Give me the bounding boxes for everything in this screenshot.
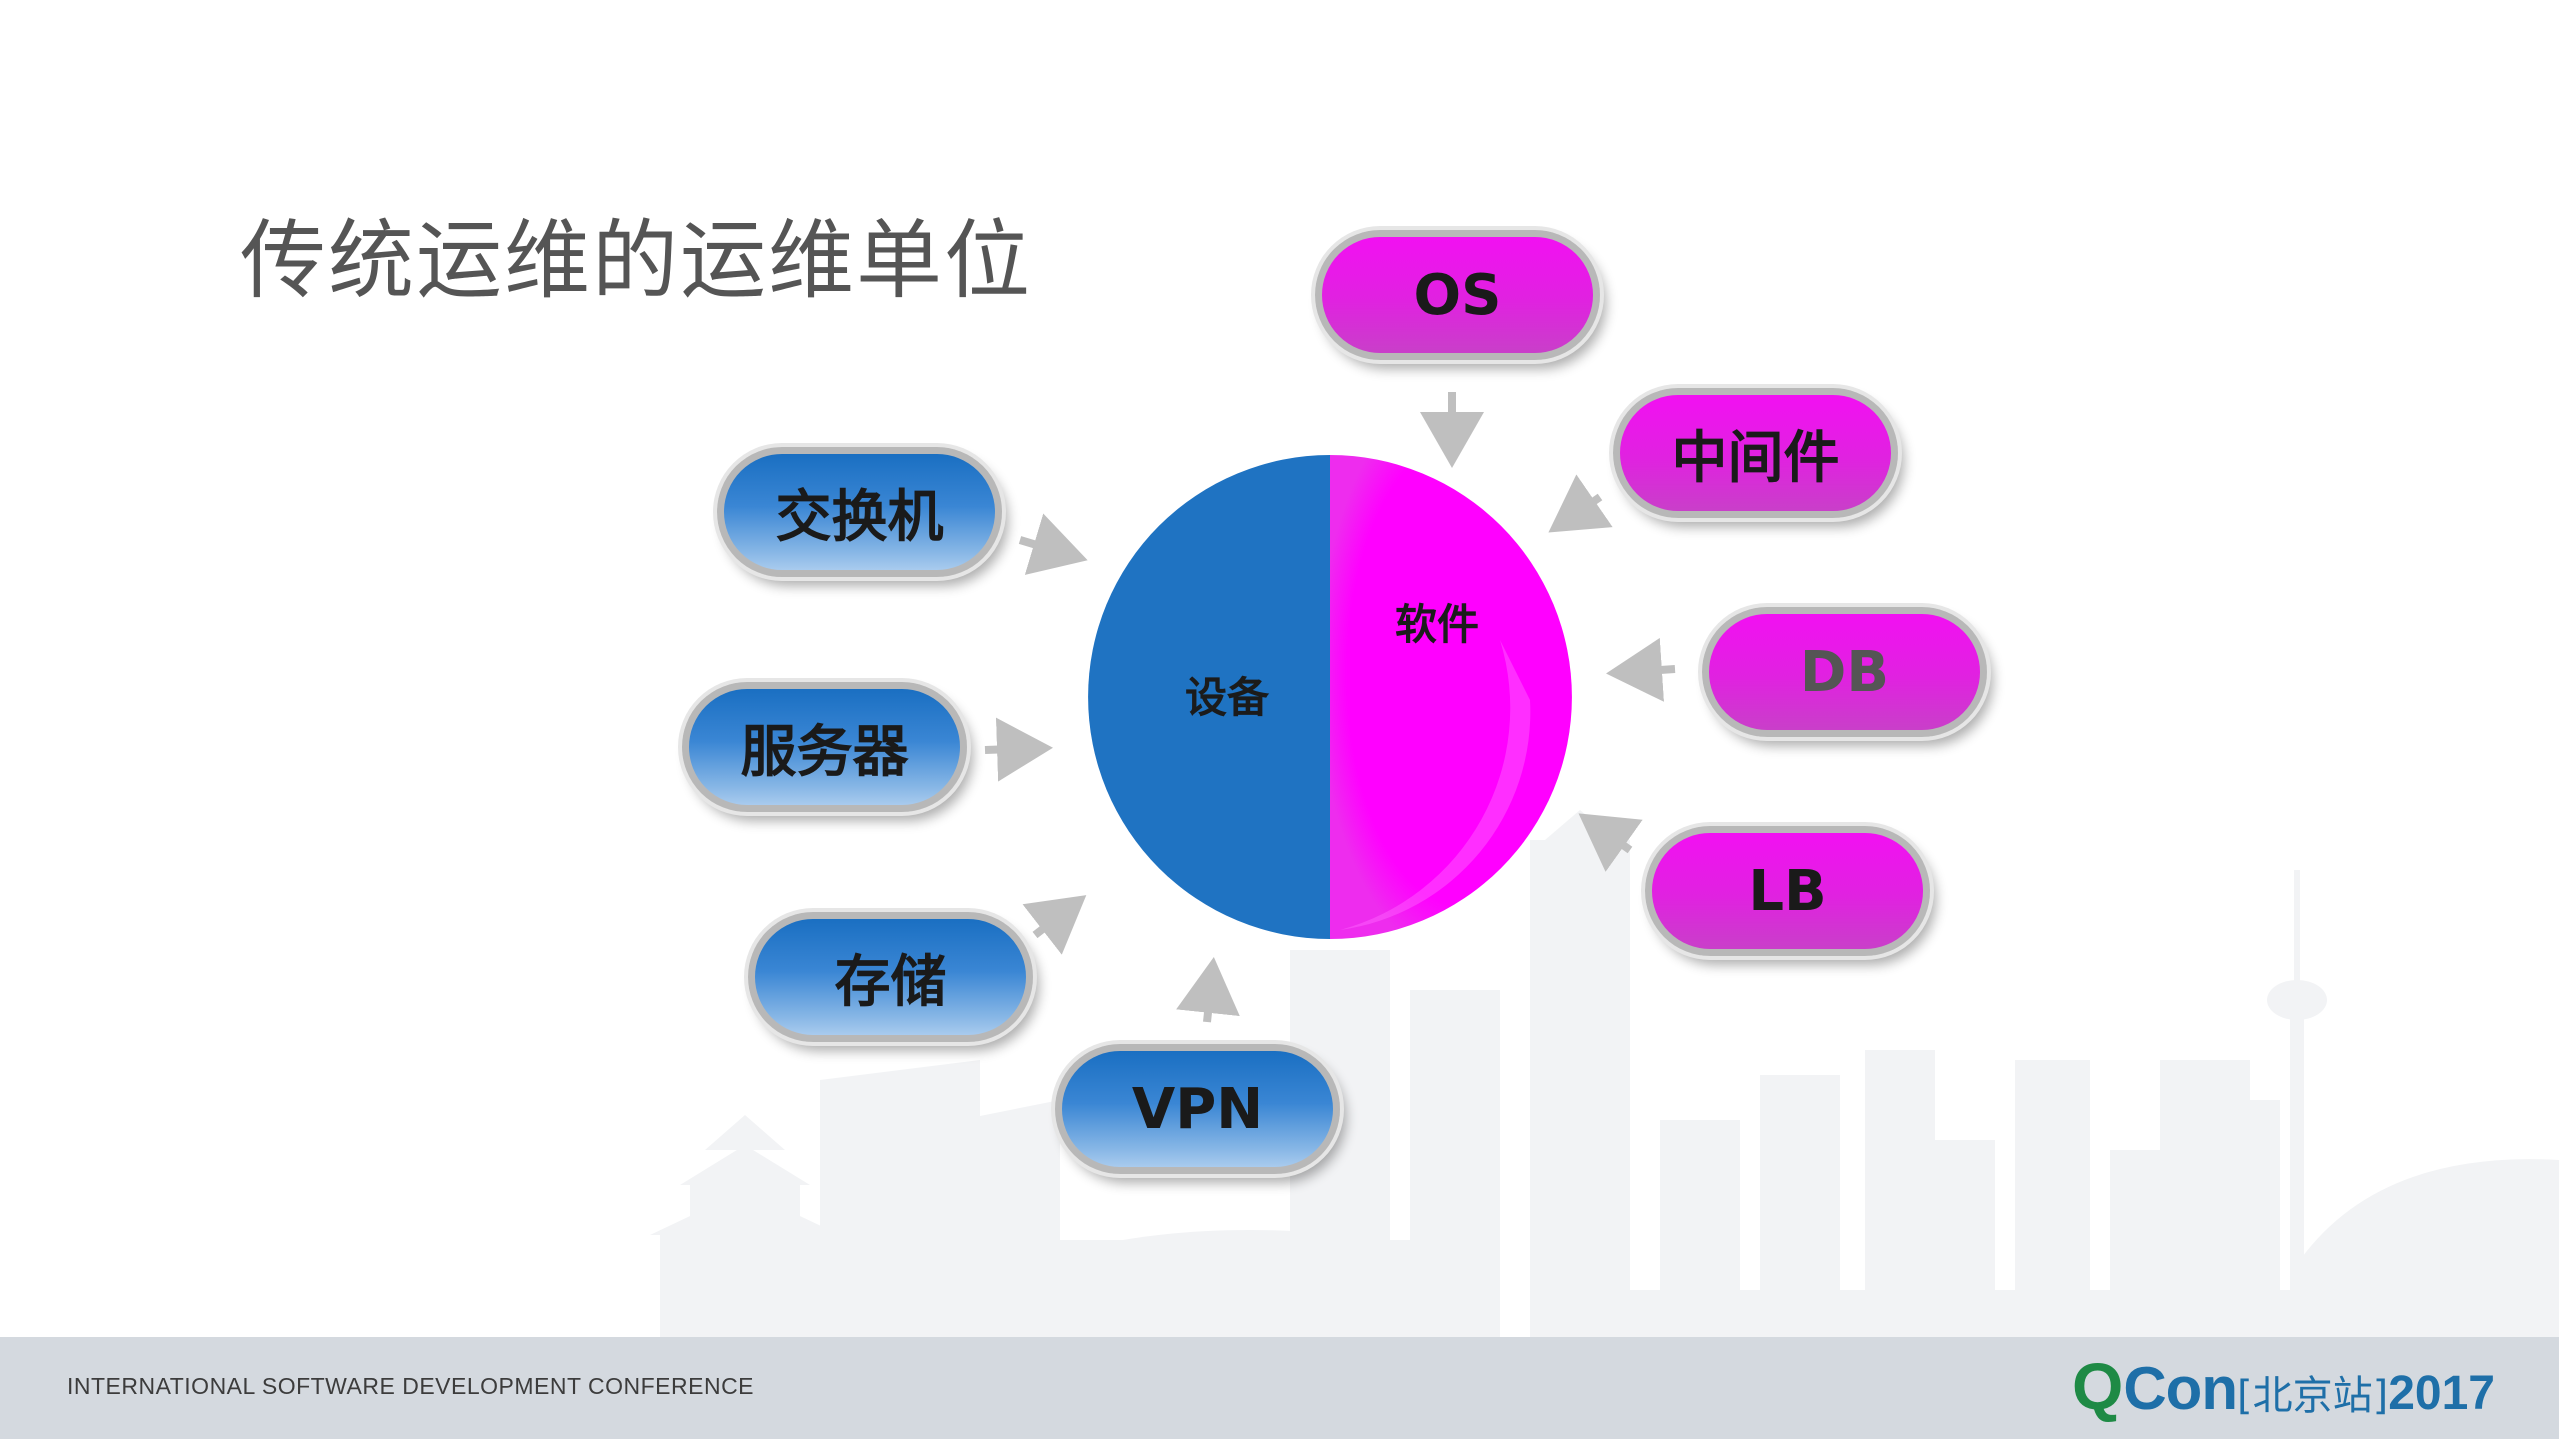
software-db-label: DB bbox=[1799, 639, 1890, 705]
software-os: OS bbox=[1315, 230, 1600, 360]
software-lb: LB bbox=[1645, 826, 1930, 956]
logo-year: 2017 bbox=[2388, 1367, 2495, 1420]
software-db: DB bbox=[1702, 607, 1987, 737]
pie-segment-devices bbox=[1088, 455, 1330, 939]
arrow-server bbox=[984, 717, 1053, 782]
arrow-storage bbox=[1022, 895, 1087, 955]
arrow-lb bbox=[1578, 813, 1643, 872]
device-vpn-label: VPN bbox=[1131, 1076, 1264, 1142]
footer-bar bbox=[0, 1337, 2559, 1439]
software-middleware: 中间件 bbox=[1613, 388, 1898, 518]
pie-segment-software bbox=[1330, 455, 1572, 939]
software-lb-label: LB bbox=[1748, 858, 1827, 924]
logo-city: [北京站] bbox=[2236, 1373, 2389, 1419]
conference-name: INTERNATIONAL SOFTWARE DEVELOPMENT CONFE… bbox=[67, 1373, 755, 1399]
qcon-logo: Q Con [北京站] 2017 bbox=[2072, 1348, 2495, 1428]
arrow-db bbox=[1606, 637, 1676, 702]
logo-con: Con bbox=[2123, 1355, 2238, 1422]
software-middleware-label: 中间件 bbox=[1671, 425, 1840, 491]
software-os-label: OS bbox=[1413, 262, 1502, 328]
arrow-middleware bbox=[1548, 474, 1613, 533]
device-server-label: 服务器 bbox=[740, 719, 909, 785]
pie-label-devices: 设备 bbox=[1185, 673, 1270, 722]
arrow-switch bbox=[1018, 513, 1088, 575]
pie-label-software: 软件 bbox=[1395, 600, 1480, 649]
device-switch-label: 交换机 bbox=[775, 484, 944, 550]
device-storage-label: 存储 bbox=[834, 949, 947, 1015]
device-vpn: VPN bbox=[1055, 1044, 1340, 1174]
arrow-vpn bbox=[1176, 957, 1240, 1023]
pie-highlight bbox=[1340, 640, 1531, 930]
logo-q: Q bbox=[2072, 1349, 2124, 1423]
pie-chart bbox=[1088, 455, 1572, 939]
device-switch: 交换机 bbox=[717, 447, 1002, 577]
device-storage: 存储 bbox=[748, 912, 1033, 1042]
device-server: 服务器 bbox=[682, 682, 967, 812]
page-title: 传统运维的运维单位 bbox=[240, 211, 1032, 311]
arrows bbox=[984, 392, 1676, 1023]
